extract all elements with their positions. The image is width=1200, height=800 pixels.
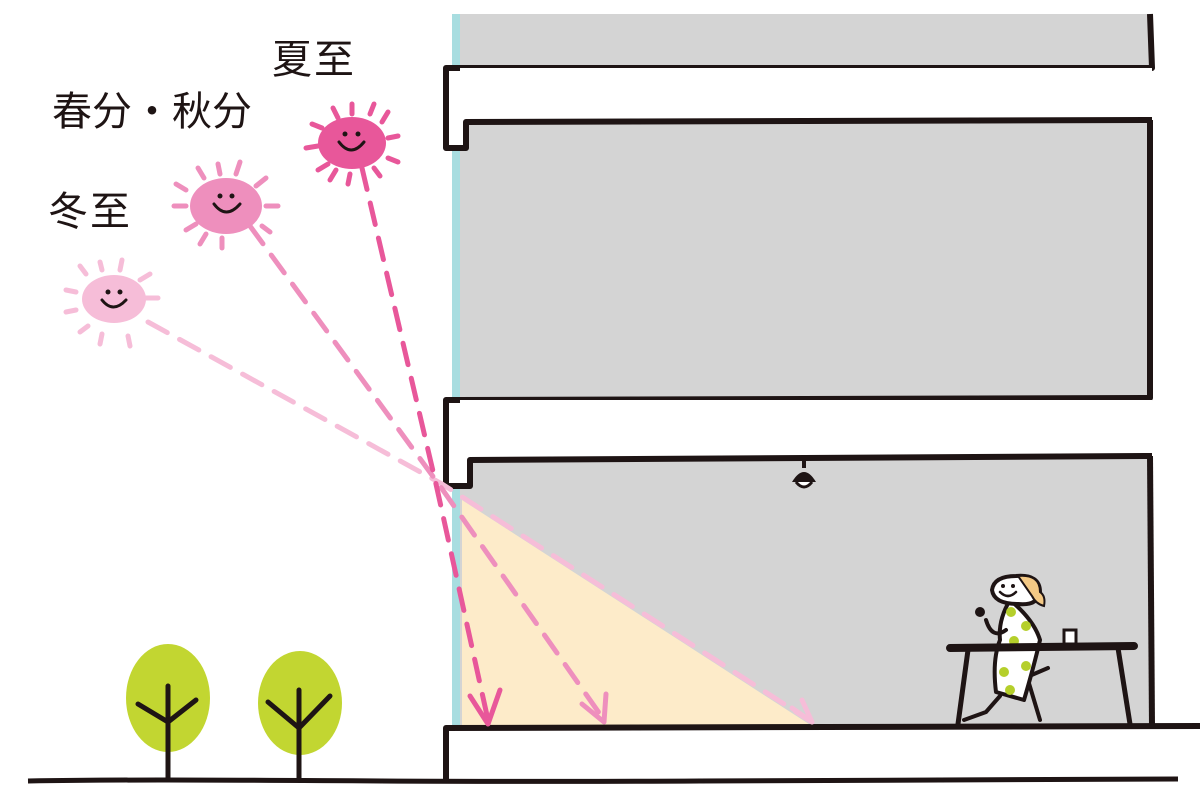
- pendant-lamp-icon: [792, 458, 816, 489]
- middle-floor-outline: [459, 120, 1153, 403]
- equinox-sun-icon: [171, 159, 281, 251]
- ground-slab-outline: [443, 723, 1200, 782]
- equinox-label: 春分・秋分: [52, 89, 252, 135]
- sunlit-floor-area: [462, 500, 812, 726]
- summer-sun-beam: [359, 165, 491, 723]
- winter-sun-icon: [63, 257, 161, 349]
- table: [946, 628, 1138, 727]
- middle-floor-interior: [460, 120, 1152, 398]
- cup-icon: [1062, 628, 1078, 646]
- building: [443, 13, 1200, 782]
- winter-sun-beam: [145, 319, 815, 725]
- summer-solstice-label: 夏至: [272, 37, 356, 83]
- middle-slab-outline: [443, 397, 1153, 489]
- upper-slab-outline: [443, 65, 1153, 151]
- glass-facade: [452, 14, 462, 726]
- top-floor-interior: [460, 14, 1152, 68]
- winter-solstice-label: 冬至: [48, 189, 132, 235]
- light-beams: [145, 165, 815, 727]
- ground-line: [27, 776, 1179, 784]
- summer-sun-icon: [303, 101, 401, 187]
- tree-icon: [258, 651, 342, 783]
- tree-icon: [126, 644, 210, 783]
- equinox-sun-beam: [247, 223, 607, 723]
